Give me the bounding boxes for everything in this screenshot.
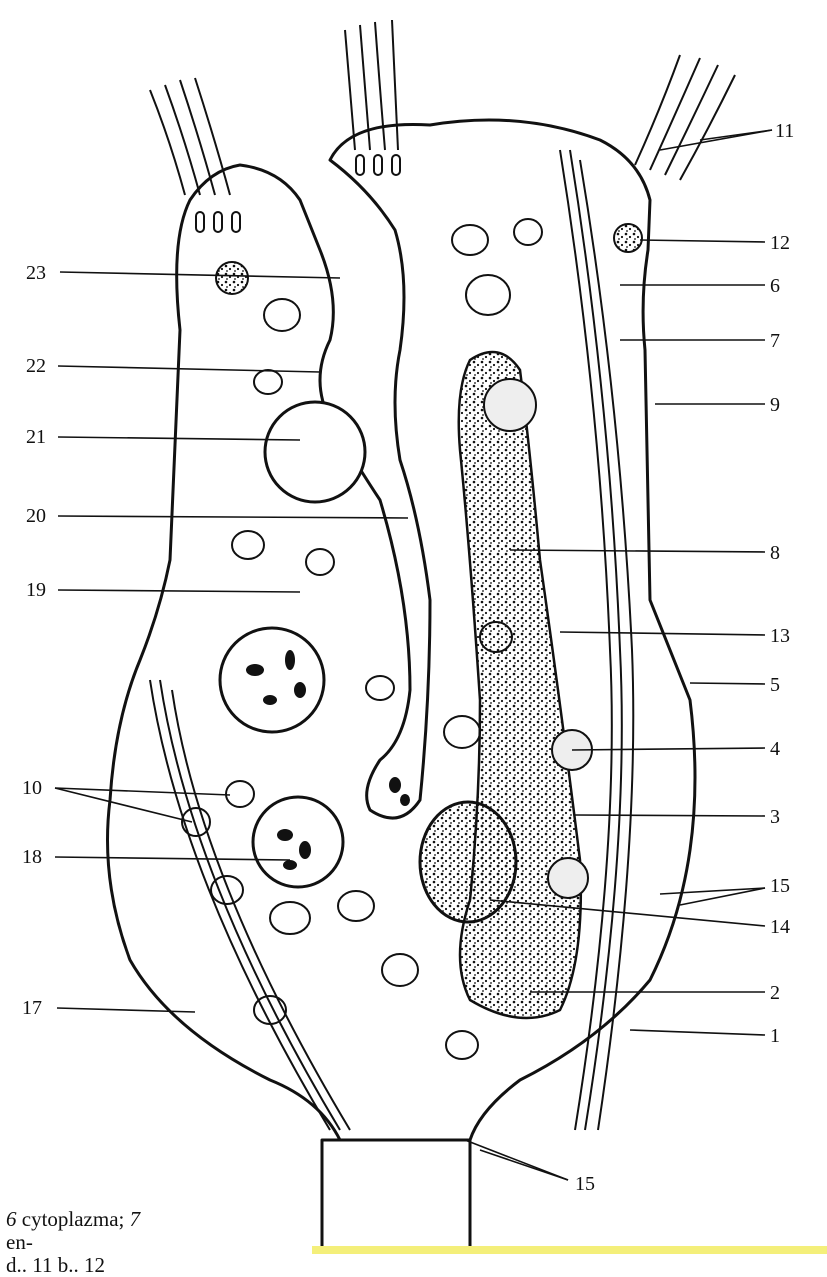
caption-en: en- xyxy=(6,1230,33,1254)
caption-text: 6 cytoplazma; 7 en- d.. 11 b.. 12 xyxy=(6,1208,166,1277)
label-21: 21 xyxy=(26,426,46,448)
caption-cytoplasm: cytoplazma; xyxy=(17,1207,130,1231)
label-12: 12 xyxy=(770,232,790,254)
label-13: 13 xyxy=(770,625,790,647)
label-7: 7 xyxy=(770,330,780,352)
label-10: 10 xyxy=(22,777,42,799)
label-8: 8 xyxy=(770,542,780,564)
label-4: 4 xyxy=(770,738,780,760)
label-23: 23 xyxy=(26,262,46,284)
label-18: 18 xyxy=(22,846,42,868)
caption-num-7: 7 xyxy=(130,1207,141,1231)
label-15-right: 15 xyxy=(770,875,790,897)
caption-num-6: 6 xyxy=(6,1207,17,1231)
basal-bodies-top xyxy=(196,155,400,232)
label-11: 11 xyxy=(775,120,794,142)
nucleus-dense xyxy=(420,802,516,922)
fibril-bundle-left xyxy=(150,680,350,1130)
label-17: 17 xyxy=(22,997,42,1019)
cell-membrane xyxy=(108,120,696,1140)
highlight-strip xyxy=(312,1246,827,1254)
label-5: 5 xyxy=(770,674,780,696)
nucleus-upper xyxy=(220,628,324,732)
label-19: 19 xyxy=(26,579,46,601)
label-2: 2 xyxy=(770,982,780,1004)
caption-line2: d.. 11 b.. 12 xyxy=(6,1253,105,1277)
label-20: 20 xyxy=(26,505,46,527)
label-15-bottom: 15 xyxy=(575,1173,595,1195)
label-1: 1 xyxy=(770,1025,780,1047)
vacuole xyxy=(265,402,365,502)
cilia-right xyxy=(635,55,735,180)
label-6: 6 xyxy=(770,275,780,297)
label-3: 3 xyxy=(770,806,780,828)
label-14: 14 xyxy=(770,916,790,938)
granule-low xyxy=(548,858,588,898)
pigment-granule-right xyxy=(614,224,642,252)
granule-top xyxy=(484,379,536,431)
label-22: 22 xyxy=(26,355,46,377)
leader-lines-left xyxy=(55,272,408,1012)
pigment-granule-left xyxy=(216,262,248,294)
nucleus-lower xyxy=(253,797,343,887)
basal-stalk xyxy=(322,1140,470,1254)
label-9: 9 xyxy=(770,394,780,416)
cilia-left xyxy=(150,78,230,195)
